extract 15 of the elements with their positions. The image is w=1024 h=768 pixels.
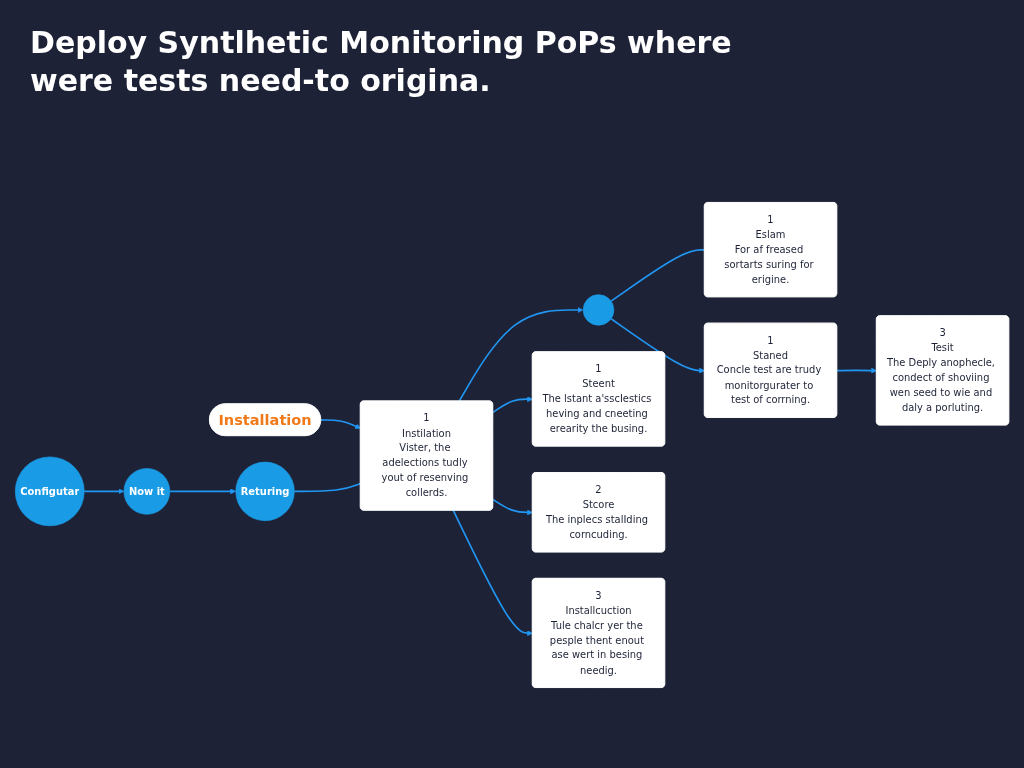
arrow xyxy=(836,367,877,374)
arrow xyxy=(168,488,237,495)
node-circle: Returing xyxy=(235,461,295,521)
arrow xyxy=(492,498,533,516)
connector xyxy=(293,482,362,493)
arrow xyxy=(320,419,361,429)
arrow xyxy=(492,396,533,414)
node-circle xyxy=(582,294,615,326)
arrow xyxy=(610,317,705,374)
arrow xyxy=(83,488,125,495)
node-circle: Configutar xyxy=(14,456,85,527)
node-circle: Now it xyxy=(123,468,171,515)
arrow xyxy=(452,509,533,637)
connector xyxy=(610,249,706,302)
title: Deploy Syntlhetic Monitoring PoPs where were tests need-to origina. xyxy=(30,24,733,99)
